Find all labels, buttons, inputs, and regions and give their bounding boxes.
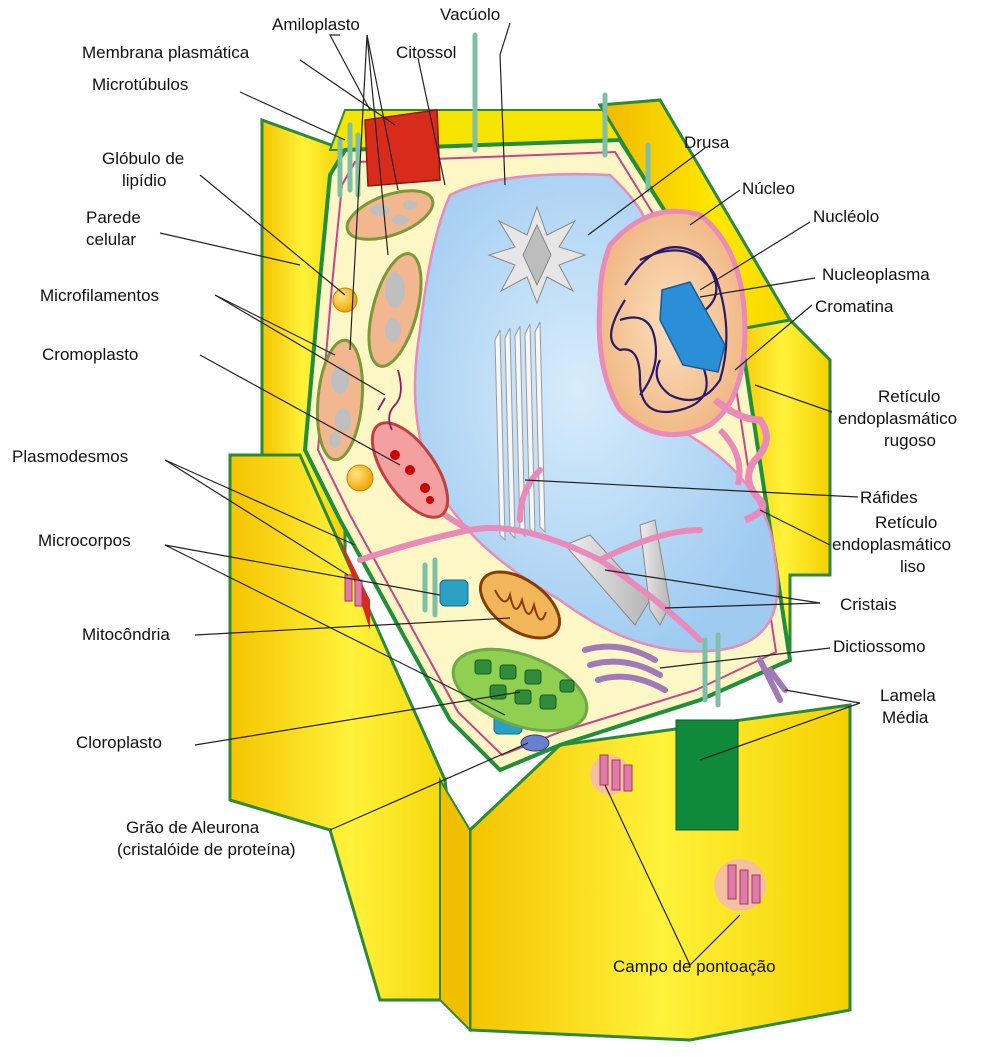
label-membrana: Membrana plasmática xyxy=(82,43,250,62)
label-aleurona-1: Grão de Aleurona xyxy=(126,818,260,837)
label-cromoplasto: Cromoplasto xyxy=(42,345,138,364)
label-vacuolo: Vacúolo xyxy=(440,5,500,24)
label-campo: Campo de pontoação xyxy=(613,957,776,976)
label-rer-1: Retículo xyxy=(878,387,940,406)
label-rafides: Ráfides xyxy=(860,488,918,507)
label-globulo-2: lipídio xyxy=(122,171,166,190)
label-globulo-1: Glóbulo de xyxy=(102,149,184,168)
nucleus xyxy=(599,211,745,434)
label-plasmodesmos: Plasmodesmos xyxy=(12,447,128,466)
label-nucleoplasma: Nucleoplasma xyxy=(822,265,930,284)
aleurone-grain xyxy=(521,735,549,751)
label-microtubulos: Microtúbulos xyxy=(92,75,188,94)
label-parede-1: Parede xyxy=(86,208,141,227)
label-cloroplasto: Cloroplasto xyxy=(76,733,162,752)
label-parede-2: celular xyxy=(86,230,136,249)
label-dictiossomo: Dictiossomo xyxy=(833,637,926,656)
label-nucleolo: Nucléolo xyxy=(813,207,879,226)
lipid-globule-2 xyxy=(347,465,373,491)
label-rer-3: rugoso xyxy=(884,431,936,450)
label-lamela-1: Lamela xyxy=(880,686,936,705)
membrane-plasma-block xyxy=(365,110,440,186)
label-aleurona-2: (cristalóide de proteína) xyxy=(117,840,296,859)
label-mitocondria: Mitocôndria xyxy=(82,625,170,644)
label-drusa: Drusa xyxy=(684,133,730,152)
middle-lamella xyxy=(676,720,738,830)
label-amiloplasto: Amiloplasto xyxy=(272,15,360,34)
microbody xyxy=(440,580,468,606)
label-cristais: Cristais xyxy=(840,595,897,614)
label-cromatina: Cromatina xyxy=(815,297,894,316)
label-rel-3: liso xyxy=(900,557,926,576)
label-microcorpos: Microcorpos xyxy=(38,531,131,550)
label-microfilamentos: Microfilamentos xyxy=(40,286,159,305)
label-nucleo: Núcleo xyxy=(742,179,795,198)
label-citossol: Citossol xyxy=(396,43,456,62)
label-lamela-2: Média xyxy=(882,708,929,727)
label-rer-2: endoplasmático xyxy=(838,409,957,428)
label-rel-1: Retículo xyxy=(875,513,937,532)
label-rel-2: endoplasmático xyxy=(832,535,951,554)
